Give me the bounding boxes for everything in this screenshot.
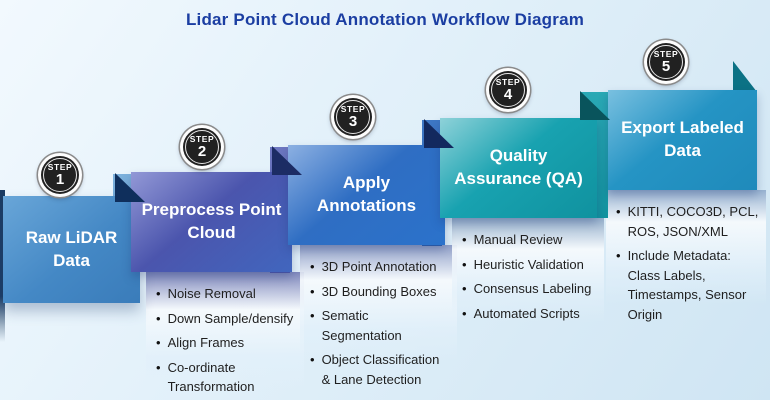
bullet-item: • Object Classification & Lane Detection: [310, 350, 451, 389]
bullet-dot-icon: •: [310, 259, 315, 274]
step-badge-icon: STEP 5: [647, 43, 685, 81]
bullet-item: • 3D Bounding Boxes: [310, 282, 451, 302]
step-2-badge: STEP 2: [180, 125, 224, 169]
bullet-text: Down Sample/densify: [167, 310, 294, 326]
badge-step-label: STEP: [653, 48, 679, 59]
badge-step-number: 5: [661, 58, 671, 76]
bullet-text: Object Classification & Lane Detection: [321, 352, 440, 387]
bullet-text: 3D Bounding Boxes: [321, 283, 437, 299]
bullet-text: 3D Point Annotation: [321, 259, 437, 274]
bullet-item: • Manual Review: [462, 230, 598, 250]
step-4-detail-panel: • Manual Review • Heuristic Validation • Cons…: [452, 218, 604, 322]
bullet-text: Align Frames: [167, 335, 245, 350]
bullet-item: • 3D Point Annotation: [310, 257, 451, 277]
bullet-dot-icon: •: [462, 256, 467, 272]
bullet-item: • Heuristic Validation: [462, 255, 598, 275]
bullet-dot-icon: •: [156, 359, 161, 375]
step-3-detail-panel: • 3D Point Annotation • 3D Bounding Boxes • S…: [300, 245, 457, 387]
bullet-text: Noise Removal: [167, 286, 256, 301]
step-4-bullet-list: • Manual Review • Heuristic Validation • Cons…: [462, 230, 598, 323]
badge-step-label: STEP: [495, 76, 521, 87]
step-5-header: Export Labeled Data: [608, 90, 757, 190]
bullet-dot-icon: •: [462, 232, 467, 247]
bullet-item: • Align Frames: [156, 333, 298, 353]
badge-step-number: 2: [197, 143, 207, 161]
bullet-dot-icon: •: [156, 286, 161, 301]
step-3-badge: STEP 3: [331, 95, 375, 139]
step-badge-icon: STEP 4: [489, 71, 527, 109]
bullet-dot-icon: •: [616, 248, 621, 263]
page-title: Lidar Point Cloud Annotation Workflow Di…: [185, 10, 585, 29]
bullet-text: Heuristic Validation: [473, 256, 584, 272]
step-1-header: Raw LiDAR Data: [3, 196, 140, 303]
bullet-dot-icon: •: [156, 335, 161, 350]
step-badge-icon: STEP 3: [334, 98, 372, 136]
step-badge-icon: STEP 1: [41, 156, 79, 194]
step-5-detail-panel: • KITTI, COCO3D, PCL, ROS, JSON/XML • Inclu…: [606, 190, 766, 322]
bullet-item: • Sematic Segmentation: [310, 306, 451, 345]
bullet-text: Include Metadata: Class Labels, Timestam…: [627, 248, 747, 322]
bullet-item: • Automated Scripts: [462, 304, 598, 324]
badge-step-number: 1: [55, 171, 65, 189]
badge-step-number: 4: [503, 86, 513, 104]
bullet-dot-icon: •: [462, 281, 467, 296]
bullet-text: Manual Review: [473, 232, 563, 247]
bullet-text: Sematic Segmentation: [321, 308, 402, 343]
bullet-dot-icon: •: [616, 204, 621, 219]
bullet-dot-icon: •: [310, 308, 315, 323]
bullet-dot-icon: •: [156, 310, 161, 326]
step-5-bullet-list: • KITTI, COCO3D, PCL, ROS, JSON/XML • Inclu…: [616, 202, 760, 324]
bullet-item: • KITTI, COCO3D, PCL, ROS, JSON/XML: [616, 202, 760, 241]
badge-step-label: STEP: [340, 103, 366, 114]
step-5-badge: STEP 5: [644, 40, 688, 84]
step-4-badge: STEP 4: [486, 68, 530, 112]
bullet-item: • Consensus Labeling: [462, 279, 598, 299]
step-3-bullet-list: • 3D Point Annotation • 3D Bounding Boxes • S…: [310, 257, 451, 389]
bullet-item: • Down Sample/densify: [156, 309, 298, 329]
step-badge-icon: STEP 2: [183, 128, 221, 166]
bullet-item: • Include Metadata: Class Labels, Timesta…: [616, 246, 760, 324]
step-1-badge: STEP 1: [38, 153, 82, 197]
bullet-text: KITTI, COCO3D, PCL, ROS, JSON/XML: [627, 204, 759, 239]
bullet-text: Automated Scripts: [473, 305, 580, 321]
badge-step-number: 3: [348, 113, 358, 131]
bullet-dot-icon: •: [462, 305, 467, 321]
bullet-dot-icon: •: [310, 352, 315, 367]
bullet-dot-icon: •: [310, 283, 315, 299]
step-4-header: Quality Assurance (QA): [440, 118, 597, 218]
step-5-right-fold-icon: [733, 61, 757, 92]
bullet-item: • Noise Removal: [156, 284, 298, 304]
step-1-edge-fold: [0, 190, 5, 342]
step-2-bullet-list: • Noise Removal • Down Sample/densify • Align…: [156, 284, 298, 397]
badge-step-label: STEP: [47, 161, 73, 172]
step-2-header: Preprocess Point Cloud: [131, 172, 292, 272]
step-3-header: Apply Annotations: [288, 145, 445, 245]
step-2-detail-panel: • Noise Removal • Down Sample/densify • Align…: [146, 272, 304, 394]
bullet-item: • Co-ordinate Transformation: [156, 358, 298, 397]
bullet-text: Consensus Labeling: [473, 281, 592, 296]
badge-step-label: STEP: [189, 133, 215, 144]
bullet-text: Co-ordinate Transformation: [167, 359, 255, 395]
